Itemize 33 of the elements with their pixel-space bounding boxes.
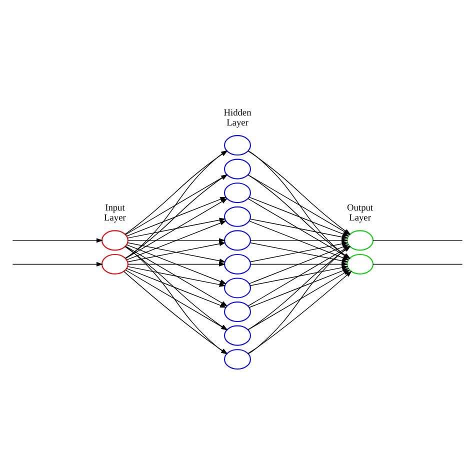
- node-circle: [100, 230, 128, 251]
- arrow: [126, 244, 226, 284]
- node-circle: [223, 349, 251, 370]
- node-circle: [223, 278, 251, 298]
- node-circle: [223, 135, 251, 156]
- arrow: [126, 220, 226, 260]
- label: Output Layer: [346, 203, 373, 224]
- label: Input Layer: [104, 203, 126, 224]
- arrow: [247, 270, 352, 354]
- arrow: [12, 238, 103, 243]
- connector: [372, 240, 462, 241]
- arrow: [124, 198, 228, 259]
- connector: [372, 264, 462, 265]
- arrow: [250, 238, 348, 243]
- arrow: [249, 218, 348, 240]
- node-circle: [223, 230, 251, 251]
- node-circle: [223, 158, 251, 180]
- arrow: [250, 262, 348, 266]
- node-circle: [223, 182, 251, 204]
- arrow: [127, 262, 226, 266]
- arrow: [127, 238, 226, 243]
- node-circle: [346, 254, 374, 274]
- arrow: [12, 262, 103, 266]
- label: Hidden Layer: [223, 108, 251, 128]
- node-circle: [100, 254, 128, 274]
- node-circle: [223, 254, 251, 274]
- node-circle: [223, 206, 251, 227]
- node-circle: [223, 325, 251, 346]
- node-circle: [223, 302, 251, 322]
- node-circle: [346, 230, 374, 251]
- arrow: [247, 270, 350, 330]
- arrow: [126, 266, 226, 287]
- arrow: [126, 218, 226, 238]
